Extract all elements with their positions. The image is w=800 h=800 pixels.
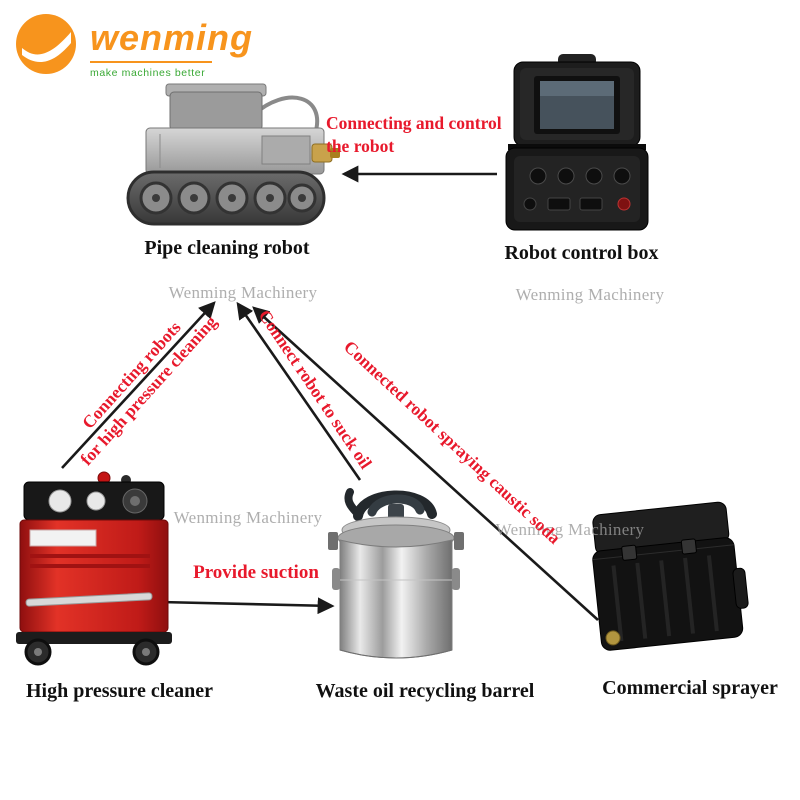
note-suck-oil: Connect robot to suck oil: [254, 305, 377, 473]
high-pressure-cleaner-image: [8, 468, 183, 668]
caption-pipe-cleaning-robot: Pipe cleaning robot: [144, 237, 310, 259]
pipe-cleaning-robot-image: [112, 82, 342, 237]
caption-commercial-sprayer: Commercial sprayer: [602, 677, 778, 699]
caption-waste-oil-barrel: Waste oil recycling barrel: [315, 680, 535, 702]
note-connect-and-control-line2: the robot: [326, 135, 395, 156]
note-high-pressure-cleaning: Connecting robots for high pressure clea…: [39, 275, 240, 491]
caption-robot-control-box: Robot control box: [504, 242, 659, 264]
watermark-text: Wenming Machinery: [515, 285, 665, 304]
watermark-text: Wenming Machinery: [495, 520, 645, 539]
caption-high-pressure-cleaner: High pressure cleaner: [25, 680, 214, 702]
brand-underline: [90, 61, 212, 63]
note-high-pressure-line2: for high pressure cleaning: [75, 311, 221, 469]
brand-name: wenming: [90, 17, 254, 58]
note-high-pressure-line1: Connecting robots: [77, 317, 185, 433]
note-connect-and-control: Connecting and control the robot: [326, 112, 526, 158]
robot-control-box-image: [494, 52, 659, 237]
note-provide-suction: Provide suction: [193, 562, 319, 583]
brand-logo: wenming make machines better: [14, 12, 253, 79]
commercial-sprayer-image: [582, 492, 752, 667]
brand-tagline: make machines better: [90, 67, 206, 79]
wenming-logo-icon: [16, 14, 76, 74]
watermark-text: Wenming Machinery: [173, 508, 323, 527]
arrow-cleaner-to-barrel: [159, 597, 335, 615]
watermark-text: Wenming Machinery: [168, 283, 318, 302]
note-connect-and-control-line1: Connecting and control: [326, 113, 502, 133]
